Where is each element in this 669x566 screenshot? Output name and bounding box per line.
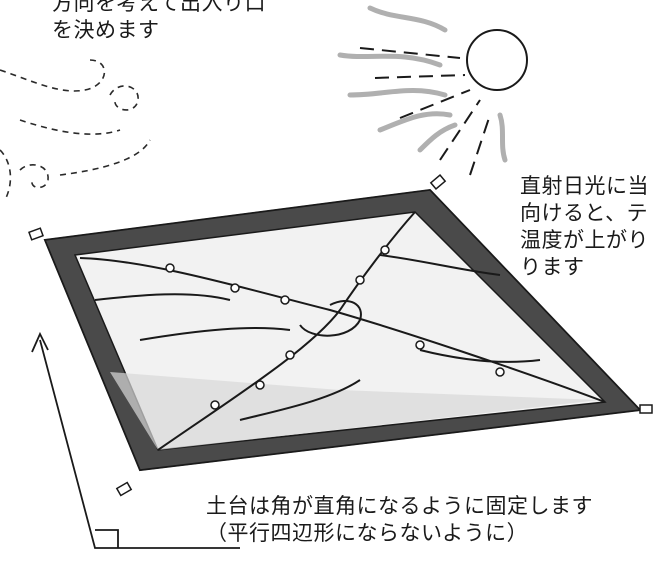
wind-swirls <box>0 59 151 201</box>
sun-label-line-3: 温度が上がり <box>520 228 649 252</box>
sun-label-line-2: 向けると、テ <box>520 201 649 225</box>
wind-label-line-2: を決めます <box>52 18 160 42</box>
base-frame <box>43 188 643 472</box>
sun-label-line-4: ります <box>520 255 585 279</box>
base-right-angle-label: 土台は角が直角になるように固定します （平行四辺形にならないように） <box>206 493 593 547</box>
right-angle-indicator <box>31 331 240 549</box>
base-label-line-1: 土台は角が直角になるように固定します <box>206 494 593 518</box>
sun-icon <box>337 5 528 176</box>
wind-label-line-1: 方向を考えて出入り口 <box>52 0 266 15</box>
base-label-line-2: （平行四辺形にならないように） <box>206 521 529 545</box>
sunlight-label: 直射日光に当 向けると、テ 温度が上がり ります <box>520 173 649 281</box>
fabric-seams <box>79 211 606 451</box>
corner-stakes <box>28 174 653 497</box>
wind-direction-label: 方向を考えて出入り口 を決めます <box>52 0 266 44</box>
seam-clips <box>165 245 505 410</box>
sun-label-line-1: 直射日光に当 <box>520 174 649 198</box>
